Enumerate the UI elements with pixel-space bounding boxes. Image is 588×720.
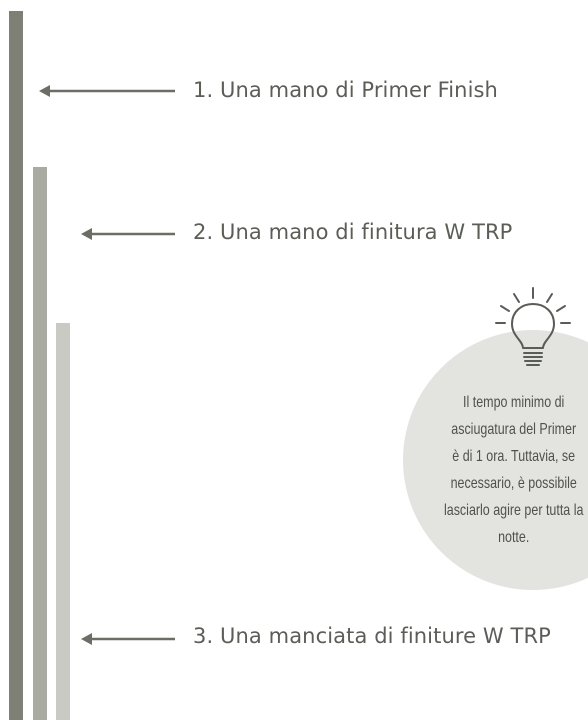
- tip-line: lasciarlo agire per tutta la: [443, 502, 584, 519]
- lightbulb-icon: [490, 286, 576, 370]
- tip-text: Il tempo minimo di asciugatura del Prime…: [424, 389, 588, 551]
- tip-line: è di 1 ora. Tuttavia, se: [452, 448, 576, 465]
- layer-bar-primer: [9, 11, 23, 720]
- arrow-left-icon: [80, 631, 176, 647]
- tip-line: necessario, è possibile: [450, 475, 577, 492]
- tip-line: Il tempo minimo di: [463, 394, 565, 411]
- arrow-left-icon: [80, 226, 176, 242]
- tip-line: notte.: [498, 529, 530, 546]
- tip-line: asciugatura del Primer: [451, 421, 577, 438]
- step-label-1: 1. Una mano di Primer Finish: [193, 78, 498, 102]
- layer-bar-finish-coat: [33, 167, 47, 720]
- step-label-3: 3. Una manciata di finiture W TRP: [193, 624, 551, 648]
- layer-bar-finish-touches: [56, 323, 70, 720]
- arrow-left-icon: [38, 83, 176, 99]
- step-label-2: 2. Una mano di finitura W TRP: [193, 220, 513, 244]
